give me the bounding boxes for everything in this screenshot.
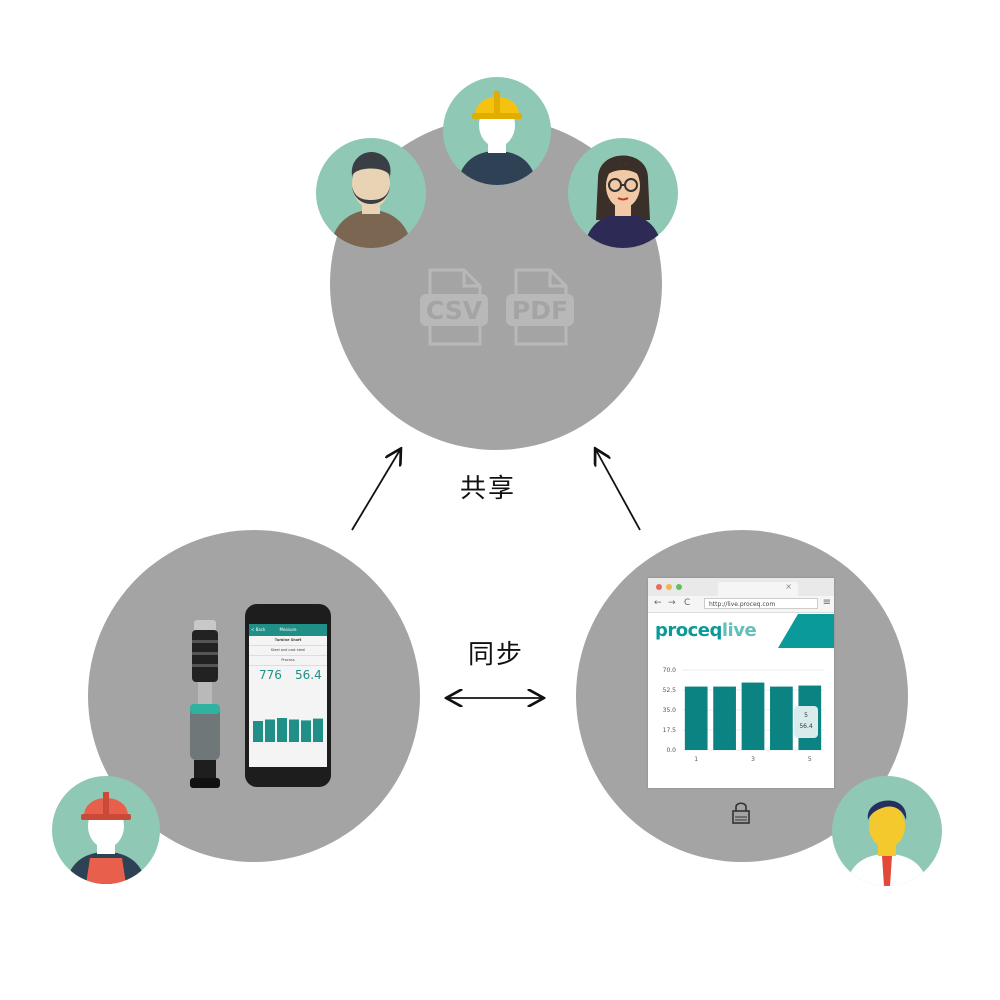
browser-window: × ← → C http://live.proceq.com ≡ proceql… [648,578,834,788]
browser-tab[interactable]: × [718,582,798,596]
phone-bar [313,718,323,742]
y-tick-label: 0.0 [666,747,676,754]
y-tick-label: 17.5 [663,727,677,734]
x-tick-label: 5 [808,756,812,763]
reload-icon[interactable]: C [684,598,691,608]
bar-1 [684,686,708,750]
arrow-right-to-share [596,450,641,531]
back-icon[interactable]: ← [654,598,662,608]
phone-bar [301,720,311,742]
web-bar-chart: 70.0 52.5 35.0 17.5 0.0 1 3 5 [663,667,824,763]
bearded-man-avatar [316,138,426,248]
smartphone: < Back Measure Turbine Shaft Steel and c… [245,604,331,787]
phone-bar [289,719,299,742]
worker-red-helmet-avatar [52,776,160,884]
y-tick-label: 70.0 [663,667,677,674]
logo-proceq: proceq [655,620,722,641]
phone-mode: Process [249,656,327,666]
pdf-file-icon: PDF [504,268,576,346]
url-input[interactable]: http://live.proceq.com [704,598,818,609]
x-tick-label: 3 [751,756,755,763]
lock-icon [732,802,750,824]
csv-file-label: CSV [425,296,483,325]
csv-file-icon: CSV [418,268,490,346]
phone-subtitle: Steel and cast steel [249,646,327,656]
bar-3 [741,682,765,750]
close-window-icon[interactable] [656,584,662,590]
hardness-tester-device [186,620,226,788]
browser-url-bar: ← → C http://live.proceq.com ≡ [648,596,834,613]
sync-label: 同步 [468,640,525,670]
phone-reading-left: 776 [259,668,282,682]
logo-banner-shape [778,614,834,648]
phone-bar [253,721,263,742]
menu-icon[interactable]: ≡ [822,597,831,608]
tab-close-icon[interactable]: × [785,582,792,591]
phone-header: < Back Measure [249,624,327,636]
phone-title: Turbine Shaft [249,636,327,646]
tooltip-line2: 56.4 [799,723,813,730]
minimize-window-icon[interactable] [666,584,672,590]
phone-bar-chart [253,718,323,742]
phone-bar [277,718,287,742]
maximize-window-icon[interactable] [676,584,682,590]
browser-tab-bar: × [648,578,834,596]
phone-header-title: Measure [279,627,297,632]
share-label: 共享 [460,474,517,504]
phone-screen: < Back Measure Turbine Shaft Steel and c… [249,624,327,767]
engineer-yellow-helmet-avatar [443,77,551,185]
phone-bar [265,719,275,742]
forward-icon[interactable]: → [668,598,676,608]
x-tick-label: 1 [694,756,698,763]
businessman-avatar [832,776,942,886]
woman-glasses-avatar [568,138,678,248]
y-tick-label: 52.5 [663,687,677,694]
chart-tooltip: 5 56.4 [794,706,818,738]
pdf-file-label: PDF [511,296,569,325]
y-tick-label: 35.0 [663,707,677,714]
tooltip-line1: 5 [804,712,808,719]
phone-back-button[interactable]: < Back [251,627,266,632]
proceq-live-logo: proceqlive [655,620,757,641]
bar-4 [770,686,793,750]
bar-2 [713,686,736,750]
phone-reading-right: 56.4 [295,668,322,682]
arrow-left-to-share [351,450,400,531]
logo-live: live [721,620,757,641]
